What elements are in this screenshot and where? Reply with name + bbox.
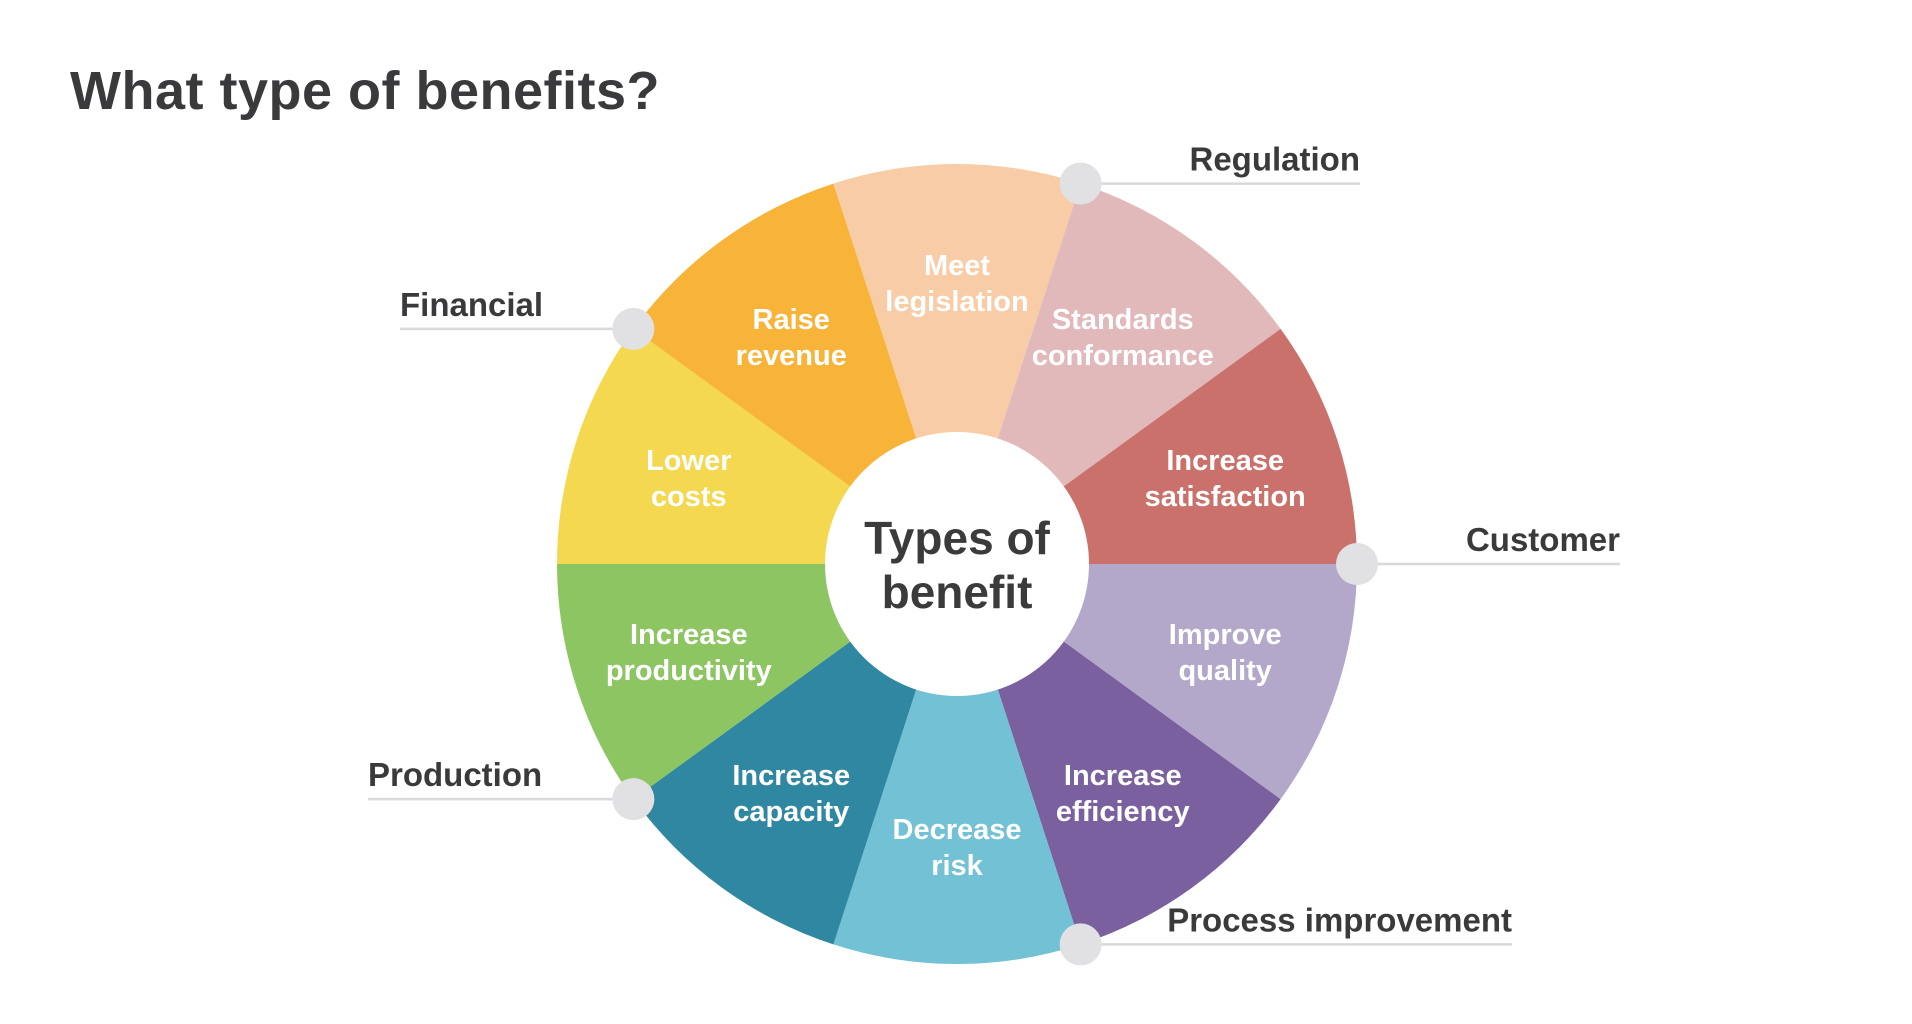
anchor-dot-production — [612, 778, 655, 821]
anchor-dot-process-improvement — [1059, 923, 1102, 966]
anchor-dot-customer — [1336, 543, 1378, 585]
anchor-dot-regulation — [1059, 162, 1102, 205]
group-label-regulation: Regulation — [1190, 141, 1361, 178]
page-title: What type of benefits? — [70, 61, 660, 121]
slice-decrease-risk — [833, 564, 1081, 964]
center-circle — [825, 432, 1089, 696]
group-label-customer: Customer — [1466, 521, 1620, 558]
slice-meet-legislation — [833, 164, 1081, 564]
group-label-process-improvement: Process improvement — [1167, 901, 1512, 938]
group-label-production: Production — [368, 756, 542, 793]
group-label-financial: Financial — [400, 286, 543, 323]
anchor-dot-financial — [612, 307, 655, 350]
